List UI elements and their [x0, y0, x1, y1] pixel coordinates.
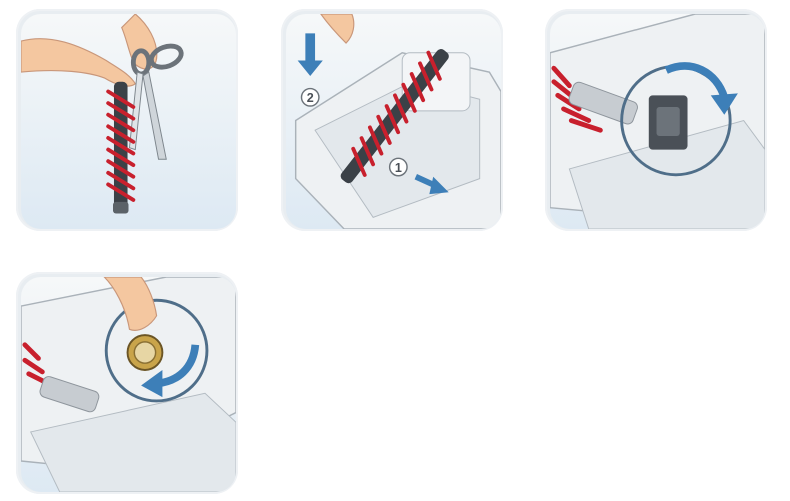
left-hand-icon — [21, 39, 135, 86]
end-cap-icon — [649, 95, 688, 149]
step-panel-cut-hair — [16, 9, 238, 231]
bearing-illustration — [21, 277, 236, 492]
panel-illustration — [21, 14, 236, 229]
svg-text:2: 2 — [307, 91, 314, 105]
cut-hair-illustration — [21, 14, 236, 229]
bearing-icon — [128, 335, 163, 370]
step-panel-bearing — [16, 272, 238, 494]
hand-icon — [321, 14, 354, 43]
panel-illustration: 2 1 — [286, 14, 501, 229]
panel-illustration — [550, 14, 765, 229]
step-panel-end-cap — [545, 9, 767, 231]
end-cap-illustration — [550, 14, 765, 229]
step-marker-1: 1 — [390, 158, 407, 175]
panel-illustration — [21, 277, 236, 492]
arrow-icon — [298, 33, 323, 76]
remove-brush-illustration: 2 1 — [286, 14, 501, 229]
svg-text:1: 1 — [395, 161, 402, 175]
step-panel-remove-brush: 2 1 — [281, 9, 503, 231]
step-marker-2: 2 — [301, 89, 318, 106]
